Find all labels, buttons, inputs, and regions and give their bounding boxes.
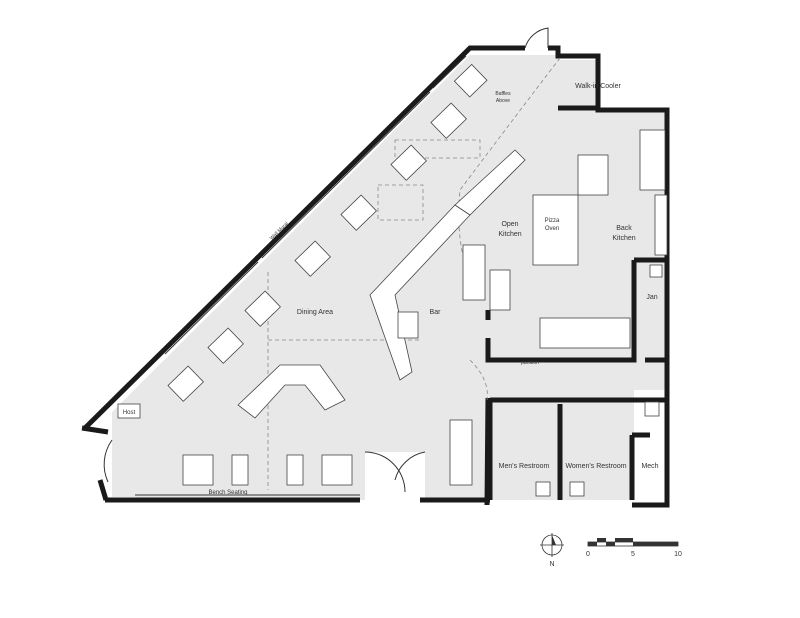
entry-doors bbox=[103, 27, 549, 493]
scale-tick-0: 0 bbox=[586, 551, 590, 558]
host-stand bbox=[117, 403, 141, 419]
host-label: Host bbox=[123, 410, 136, 416]
communal-table bbox=[237, 364, 346, 419]
bar-label: Bar bbox=[430, 309, 442, 316]
baffles-label-line1: Baffles bbox=[495, 91, 511, 97]
back-kitchen-label-line1: Back bbox=[616, 225, 632, 232]
pizza-oven-label-line2: Oven bbox=[545, 226, 559, 232]
walk-in-cooler-label: Walk-in Cooler bbox=[575, 83, 621, 90]
north-label: N bbox=[549, 561, 554, 568]
mech-label: Mech bbox=[641, 463, 658, 470]
interior-walls bbox=[485, 105, 667, 500]
womens-restroom-label: Women's Restroom bbox=[565, 463, 626, 470]
pizza-oven-label-line1: Pizza bbox=[545, 218, 560, 224]
open-kitchen-label-line2: Kitchen bbox=[498, 231, 521, 238]
jan-label: Jan bbox=[646, 294, 657, 301]
kitchen-equipment bbox=[462, 129, 668, 349]
mens-restroom-label: Men's Restroom bbox=[499, 463, 550, 470]
long-table bbox=[449, 419, 473, 486]
dining-area-label: Dining Area bbox=[297, 309, 333, 316]
open-kitchen-label-line1: Open bbox=[501, 221, 518, 228]
partition-label: partition bbox=[521, 360, 539, 366]
scale-tick-5: 5 bbox=[631, 551, 635, 558]
baffles-label-line2: Above bbox=[496, 98, 510, 104]
back-kitchen-label-line2: Kitchen bbox=[612, 235, 635, 242]
bar-counter bbox=[369, 149, 526, 381]
bench-seating-label: Bench Seating bbox=[208, 490, 247, 496]
scale-tick-10: 10 bbox=[674, 551, 682, 558]
window-glazing bbox=[135, 55, 467, 496]
scale-bar bbox=[587, 538, 679, 547]
bench-tables bbox=[182, 454, 353, 486]
north-arrow-icon bbox=[540, 533, 564, 557]
restroom-fixtures bbox=[535, 401, 660, 497]
booth-tables bbox=[167, 63, 488, 402]
